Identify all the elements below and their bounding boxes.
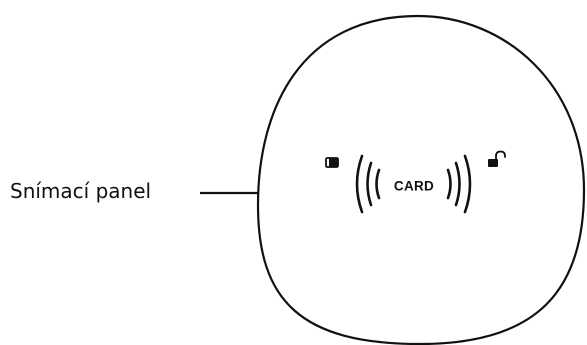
right-wave-arcs	[446, 154, 472, 214]
card-icon	[325, 157, 339, 168]
device-outline	[256, 14, 586, 345]
left-wave-arcs	[355, 154, 381, 214]
unlocked-padlock-icon	[488, 150, 506, 167]
callout-label: Snímací panel	[10, 179, 152, 203]
card-label: CARD	[394, 179, 434, 194]
